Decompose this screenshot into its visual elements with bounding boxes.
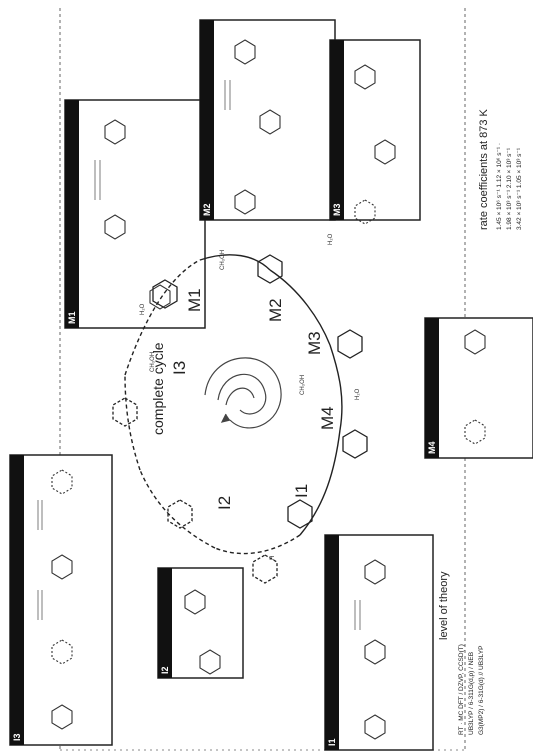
- theory-title: level of theory: [438, 572, 450, 640]
- stage-label-i1: I1: [292, 484, 312, 498]
- theory-line-2: UB3LYP / 6-311G(d,p) / NEB: [468, 652, 475, 735]
- panel-m1: [65, 100, 205, 328]
- molecule-ring-i3: [113, 398, 137, 426]
- label-h2o-c: H₂O: [355, 389, 361, 400]
- label-ch3oh-b: CH₃OH: [300, 375, 306, 395]
- theory-line-3: G3(MP2) / 6-31G(d) // UB3LYP: [478, 646, 485, 735]
- panel-tag-i2: I2: [159, 663, 172, 677]
- panel-tag-i3: I3: [11, 730, 24, 744]
- molecule-ring-m2: [258, 255, 282, 283]
- stage-label-m2: M2: [266, 298, 286, 322]
- rate-line-3: 3.42 × 10³ s⁻¹ 1.05 × 10³ s⁻¹: [515, 148, 523, 230]
- label-ch3oh-c: CH₃OH: [220, 250, 226, 270]
- panel-tag-m4: M4: [426, 438, 439, 457]
- panel-m3: [330, 40, 420, 220]
- rate-line-1: 1.45 × 10⁶ s⁻¹ 1.12 × 10⁶ s⁻¹ ·: [495, 143, 503, 230]
- molecule-ring-i1: [288, 500, 312, 528]
- panel-tag-m2: M2: [201, 200, 214, 219]
- molecule-ring-m4: [343, 430, 367, 458]
- label-h-a: H: [270, 556, 276, 560]
- rate-title: rate coefficients at 873 K: [478, 109, 490, 230]
- panel-tag-m3: M3: [331, 200, 344, 219]
- stage-label-i3: I3: [170, 361, 190, 375]
- label-h2o-a: H₂O: [140, 304, 146, 315]
- panel-m2: [200, 20, 335, 220]
- theory-line-1: RT · MC DFT / DZVP, CCSD(T): [458, 644, 465, 735]
- cycle-arrow-icon: [205, 358, 281, 428]
- panel-m4: [425, 318, 533, 458]
- molecule-ring-i2b: [168, 500, 192, 528]
- panel-tag-m1: M1: [66, 308, 79, 327]
- molecule-ring-m3: [338, 330, 362, 358]
- stage-label-i2: I2: [215, 496, 235, 510]
- label-h2o-b: H₂O: [328, 234, 334, 245]
- stage-label-m4: M4: [318, 406, 338, 430]
- label-ch3oh-a: CH₃OH: [150, 352, 156, 372]
- rate-line-2: 1.98 × 10³ s⁻¹ 2.10 × 10³ s⁻¹: [505, 148, 513, 230]
- panel-i3: [10, 455, 112, 745]
- stage-label-m3: M3: [305, 331, 325, 355]
- panel-tag-i1: I1: [326, 735, 339, 749]
- stage-label-m1: M1: [185, 288, 205, 312]
